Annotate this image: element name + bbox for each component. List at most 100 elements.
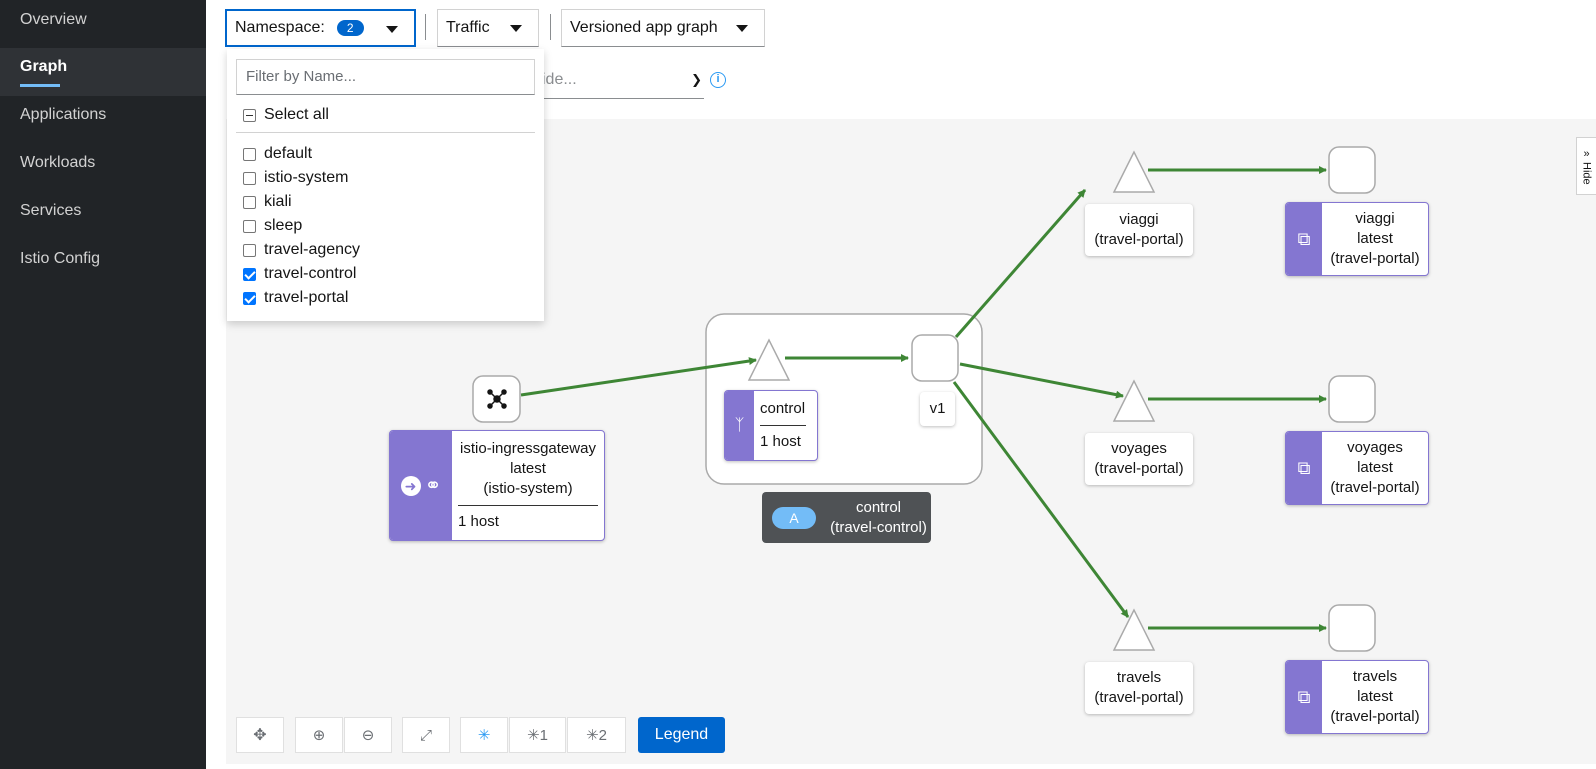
namespace-option-default[interactable]: default: [243, 145, 312, 163]
namespace-option-travel-portal[interactable]: travel-portal: [243, 289, 348, 307]
voyages-workload-label[interactable]: ⧉ voyages latest (travel-portal): [1285, 431, 1429, 505]
legend-button[interactable]: Legend: [638, 717, 725, 753]
caret-down-icon: [510, 25, 522, 32]
filter-placeholder: Filter by Name...: [246, 68, 357, 85]
workload-name: viaggi: [1355, 210, 1395, 227]
topology-icon: ✳: [477, 727, 491, 744]
layout-2-label: 2: [598, 726, 607, 744]
workload-namespace: (travel-portal): [1330, 479, 1420, 496]
workload-strip: ⧉: [1286, 432, 1322, 504]
graph-type-select-label: Versioned app graph: [570, 19, 718, 36]
workload-version: latest: [1357, 688, 1393, 705]
graph-type-select[interactable]: Versioned app graph: [561, 9, 765, 47]
namespace-checkbox[interactable]: [243, 243, 256, 257]
select-all-label: Select all: [264, 106, 329, 123]
namespace-filter-input[interactable]: Filter by Name...: [236, 59, 535, 95]
app-box-name: control: [855, 498, 902, 516]
namespace-checkbox[interactable]: [243, 147, 256, 161]
viaggi-workload-label[interactable]: ⧉ viaggi latest (travel-portal): [1285, 202, 1429, 276]
workload-strip: ⧉: [1286, 661, 1322, 733]
sidebar-item-services[interactable]: Services: [20, 202, 82, 219]
zoom-in-button[interactable]: ⊕: [295, 717, 343, 753]
hide-panel-tab[interactable]: » Hide: [1576, 137, 1596, 195]
select-all-row[interactable]: Select all: [243, 106, 329, 124]
sidebar-item-applications[interactable]: Applications: [20, 106, 107, 123]
sidebar-item-istio-config[interactable]: Istio Config: [20, 250, 101, 267]
sidebar: Overview Graph Applications Workloads Se…: [0, 0, 206, 769]
workload-icon: ⧉: [1297, 687, 1311, 707]
display-select[interactable]: ide... ❯: [538, 61, 704, 99]
gateway-namespace: (istio-system): [483, 480, 573, 497]
sidebar-item-workloads[interactable]: Workloads: [20, 154, 96, 171]
pan-button[interactable]: ✥: [236, 717, 284, 753]
namespace-option-label: travel-agency: [264, 241, 361, 258]
namespace-checkbox[interactable]: [243, 291, 256, 305]
workload-label-body: travels latest (travel-portal): [1322, 661, 1428, 733]
caret-down-icon: [736, 25, 748, 32]
move-icon: ✥: [253, 727, 267, 744]
namespace-checkbox[interactable]: [243, 195, 256, 209]
toolbar-divider: [550, 14, 551, 40]
sidebar-item-graph[interactable]: Graph: [20, 58, 68, 75]
control-label-body: control 1 host: [754, 391, 817, 460]
namespace-checkbox[interactable]: [243, 219, 256, 233]
namespace-select[interactable]: Namespace: 2: [225, 9, 416, 47]
label-separator: [458, 505, 598, 506]
namespace-checkbox[interactable]: [243, 171, 256, 185]
workload-label-body: viaggi latest (travel-portal): [1322, 203, 1428, 275]
workload-strip: ⧉: [1286, 203, 1322, 275]
workload-version: latest: [1357, 230, 1393, 247]
namespace-checkbox[interactable]: [243, 267, 256, 281]
layout-1-button[interactable]: ✳ 1: [509, 717, 566, 753]
double-chevron-icon: »: [1583, 147, 1590, 160]
namespace-count-badge: 2: [336, 20, 364, 36]
layout-default-button[interactable]: ✳: [460, 717, 508, 753]
app-box-badge[interactable]: A control (travel-control): [762, 492, 931, 543]
service-namespace: (travel-portal): [1094, 460, 1184, 477]
travels-workload-label[interactable]: ⧉ travels latest (travel-portal): [1285, 660, 1429, 734]
dropdown-divider: [236, 132, 535, 133]
control-label-strip: ᛉ: [725, 391, 754, 460]
namespace-option-kiali[interactable]: kiali: [243, 193, 292, 211]
workload-namespace: (travel-portal): [1330, 250, 1420, 267]
namespace-option-travel-control[interactable]: travel-control: [243, 265, 356, 283]
traffic-select[interactable]: Traffic: [437, 9, 539, 47]
workload-namespace: (travel-portal): [1330, 708, 1420, 725]
sidebar-item-overview[interactable]: Overview: [20, 11, 87, 28]
select-all-checkbox[interactable]: [243, 108, 256, 122]
topology-icon: ✳: [527, 727, 540, 744]
travels-service-label[interactable]: travels (travel-portal): [1085, 662, 1193, 714]
namespace-option-travel-agency[interactable]: travel-agency: [243, 241, 360, 259]
voyages-service-label[interactable]: voyages (travel-portal): [1085, 433, 1193, 485]
layout-2-button[interactable]: ✳ 2: [567, 717, 626, 753]
chevron-down-icon: ❯: [691, 72, 702, 87]
gateway-label[interactable]: ➜ ⚭ istio-ingressgateway latest (istio-s…: [389, 430, 605, 541]
branch-icon: ᛉ: [734, 416, 745, 434]
service-namespace: (travel-portal): [1094, 689, 1184, 706]
layout-1-label: 1: [539, 726, 548, 744]
caret-down-icon: [386, 26, 398, 33]
control-v1-label[interactable]: v1: [920, 392, 955, 426]
display-select-placeholder: ide...: [542, 71, 577, 88]
gateway-hosts: 1 host: [458, 513, 499, 530]
hide-label: Hide: [1580, 161, 1593, 185]
zoom-out-button[interactable]: ⊖: [344, 717, 392, 753]
workload-name: travels: [1352, 668, 1398, 685]
fit-button[interactable]: ⤢: [402, 717, 450, 753]
viaggi-service-label[interactable]: viaggi (travel-portal): [1085, 204, 1193, 256]
arrow-right-icon: ➜: [400, 475, 421, 496]
namespace-option-istio-system[interactable]: istio-system: [243, 169, 348, 187]
active-indicator: [20, 84, 60, 87]
topology-icon: ✳: [586, 727, 599, 744]
info-icon[interactable]: i: [710, 72, 726, 88]
namespace-option-label: travel-control: [264, 265, 357, 282]
namespace-option-sleep[interactable]: sleep: [243, 217, 302, 235]
service-name: voyages: [1111, 440, 1167, 457]
control-version: v1: [929, 400, 946, 417]
control-service-label[interactable]: ᛉ control 1 host: [724, 390, 818, 461]
zoom-in-icon: ⊕: [312, 727, 326, 744]
sidebar-active-highlight: [0, 48, 206, 96]
namespace-option-label: sleep: [264, 217, 303, 234]
toolbar-divider: [425, 14, 426, 40]
workload-icon: ⧉: [1297, 458, 1311, 478]
